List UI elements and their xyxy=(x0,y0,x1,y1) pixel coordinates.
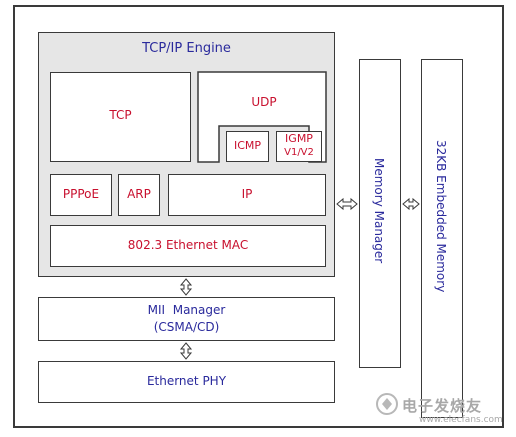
icmp-label: ICMP xyxy=(233,139,262,152)
engine-title: TCP/IP Engine xyxy=(142,41,231,56)
ethernet-mac-block xyxy=(50,225,326,267)
ethernet-mac-label: 802.3 Ethernet MAC xyxy=(127,238,249,252)
ethernet-phy-block xyxy=(38,361,335,403)
udp-label: UDP xyxy=(251,95,277,109)
mii-manager-block xyxy=(38,297,335,341)
arrow-engine-mii xyxy=(179,278,193,296)
arp-label: ARP xyxy=(127,187,151,201)
memory-manager-block xyxy=(359,59,401,368)
igmp-label-line1: IGMP xyxy=(285,132,313,145)
pppoe-block xyxy=(50,174,112,216)
igmp-label-line2: V1/V2 xyxy=(284,147,314,158)
tcp-label: TCP xyxy=(109,108,132,122)
mii-manager-label-line1: MII Manager xyxy=(147,303,226,317)
ip-label: IP xyxy=(241,187,253,201)
embedded-memory-label: 32KB Embedded Memory xyxy=(434,140,448,293)
igmp-block xyxy=(276,131,322,162)
ethernet-phy-label: Ethernet PHY xyxy=(146,374,227,388)
arrow-engine-memory-manager xyxy=(336,197,358,211)
arrow-memory-manager-embedded-memory xyxy=(402,197,420,211)
memory-manager-label: Memory Manager xyxy=(372,158,386,264)
arp-block xyxy=(118,174,160,216)
pppoe-label: PPPoE xyxy=(62,187,100,201)
mii-manager-label-line2: (CSMA/CD) xyxy=(153,320,220,334)
tcp-block xyxy=(50,72,191,162)
ip-block xyxy=(168,174,326,216)
watermark-text: 电子发烧友 xyxy=(402,397,483,415)
embedded-memory-block xyxy=(421,59,463,418)
icmp-block xyxy=(226,131,269,162)
watermark-url: www.elecfans.com xyxy=(419,415,503,425)
arrow-mii-phy xyxy=(179,342,193,360)
